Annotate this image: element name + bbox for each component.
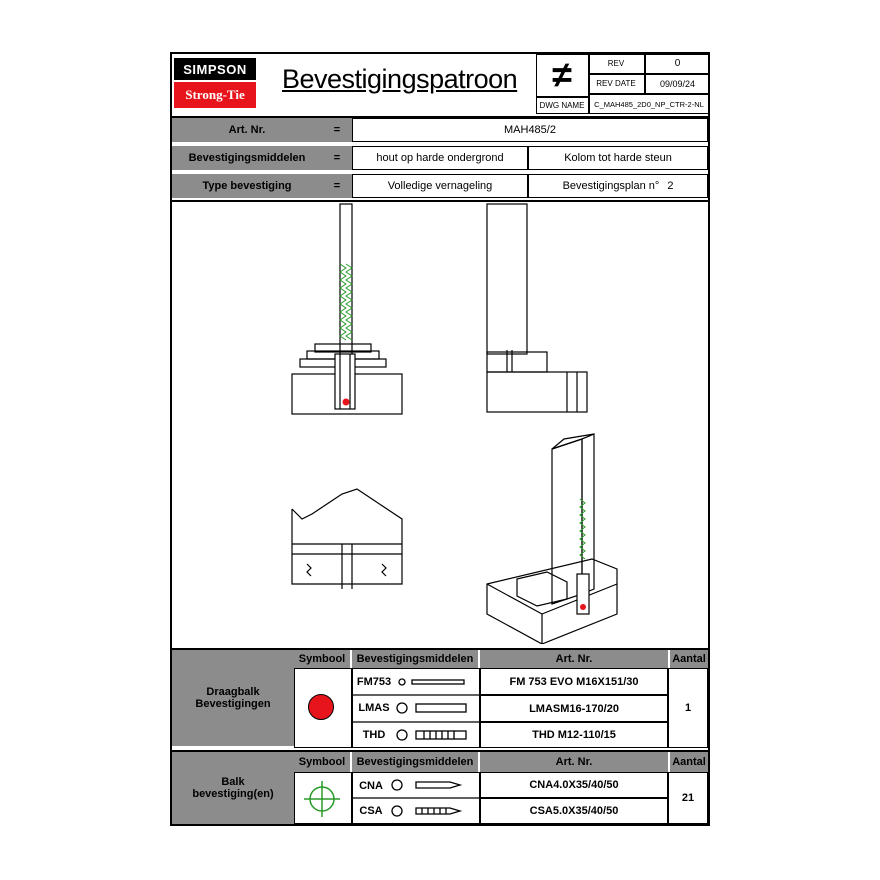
table2-means-header: Bevestigingsmiddelen bbox=[352, 752, 478, 772]
art-label: Art. Nr. bbox=[228, 124, 266, 136]
anchor-dot-iso bbox=[580, 604, 586, 610]
table1-count-cell bbox=[668, 668, 708, 748]
technical-drawing bbox=[291, 203, 618, 644]
table2-symbol-header: Symbool bbox=[294, 752, 350, 772]
table2-art-header: Art. Nr. bbox=[480, 752, 668, 772]
dwg-name-label: DWG NAME bbox=[539, 101, 585, 110]
table2-count-header: Aantal bbox=[670, 752, 708, 772]
table1-means-cell bbox=[352, 668, 480, 748]
plan-label: Bevestigingsplan n° bbox=[562, 180, 660, 192]
type-label: Type bevestiging bbox=[202, 180, 292, 192]
fm753-icon bbox=[398, 678, 406, 686]
revision-block bbox=[536, 54, 710, 114]
isometric-view bbox=[486, 433, 618, 644]
lmas-icon bbox=[396, 702, 408, 714]
anchor-dot-front bbox=[342, 398, 350, 406]
thd-icon bbox=[396, 729, 408, 741]
fastener-icons-1 bbox=[352, 678, 480, 741]
table2-row-art: CSA5.0X35/40/50 bbox=[480, 798, 668, 824]
art-equals: = bbox=[333, 124, 341, 136]
section-view bbox=[291, 488, 403, 589]
table1-row-code: LMAS bbox=[358, 702, 390, 714]
means-value-2: Kolom tot harde steun bbox=[528, 146, 708, 170]
art-value: MAH485/2 bbox=[352, 118, 708, 142]
red-circle-icon bbox=[308, 694, 334, 720]
csa-icon bbox=[391, 805, 403, 817]
rev-date-value: 09/09/24 bbox=[659, 78, 696, 89]
dwg-name-value: C_MAH485_2D0_NP_CTR-2-NL bbox=[594, 99, 704, 109]
means-value-1: hout op harde ondergrond bbox=[352, 146, 528, 170]
table2-count-cell bbox=[668, 772, 708, 824]
logo-top: SIMPSON bbox=[174, 58, 256, 80]
table1-count-header: Aantal bbox=[670, 650, 708, 668]
side-view bbox=[486, 203, 588, 413]
table2-row-code: CNA bbox=[359, 780, 383, 792]
table1-group-label: Draagbalk Bevestigingen bbox=[172, 650, 294, 746]
type-value: Volledige vernageling bbox=[352, 174, 528, 198]
table1-means-header: Bevestigingsmiddelen bbox=[352, 650, 478, 668]
table2-count: 21 bbox=[681, 792, 695, 804]
drawing-sheet: SIMPSON Strong-Tie Bevestigingspatroon ≠… bbox=[170, 52, 710, 826]
fastener-icons-2 bbox=[304, 779, 480, 817]
table1-row-art: LMASM16-170/20 bbox=[480, 695, 668, 722]
means-equals: = bbox=[333, 152, 341, 164]
page-title: Bevestigingspatroon bbox=[282, 64, 518, 94]
table2-row-code: CSA bbox=[359, 805, 383, 817]
means-label: Bevestigingsmiddelen bbox=[188, 152, 306, 164]
table1-art-header: Art. Nr. bbox=[480, 650, 668, 668]
table1-row-art: FM 753 EVO M16X151/30 bbox=[480, 668, 668, 695]
table2-symbol-cell bbox=[294, 772, 352, 824]
table1-row-art: THD M12-110/15 bbox=[480, 722, 668, 748]
plan-value: 2 bbox=[667, 180, 674, 192]
cna-icon bbox=[391, 779, 403, 791]
nail-pattern bbox=[339, 263, 586, 560]
crosshair-icon bbox=[304, 781, 340, 817]
logo: SIMPSON Strong-Tie bbox=[174, 58, 256, 108]
table1-symbol-header: Symbool bbox=[294, 650, 350, 668]
table2-row-art: CNA4.0X35/40/50 bbox=[480, 772, 668, 798]
table1-count: 1 bbox=[684, 702, 692, 714]
rev-label: REV bbox=[607, 59, 625, 68]
plan-cell: Bevestigingsplan n° 2 bbox=[528, 174, 708, 198]
logo-bottom: Strong-Tie bbox=[174, 82, 256, 108]
type-equals: = bbox=[333, 180, 341, 192]
table1-row-code: FM753 bbox=[356, 676, 392, 688]
table1-symbol-cell bbox=[294, 668, 352, 748]
rev-date-label: REV DATE bbox=[596, 79, 636, 88]
not-equal-icon: ≠ bbox=[552, 54, 572, 95]
front-view bbox=[291, 203, 403, 415]
table2-group-label: Balk bevestiging(en) bbox=[172, 752, 294, 824]
table1-row-code: THD bbox=[362, 729, 386, 741]
rev-value: 0 bbox=[674, 58, 681, 69]
